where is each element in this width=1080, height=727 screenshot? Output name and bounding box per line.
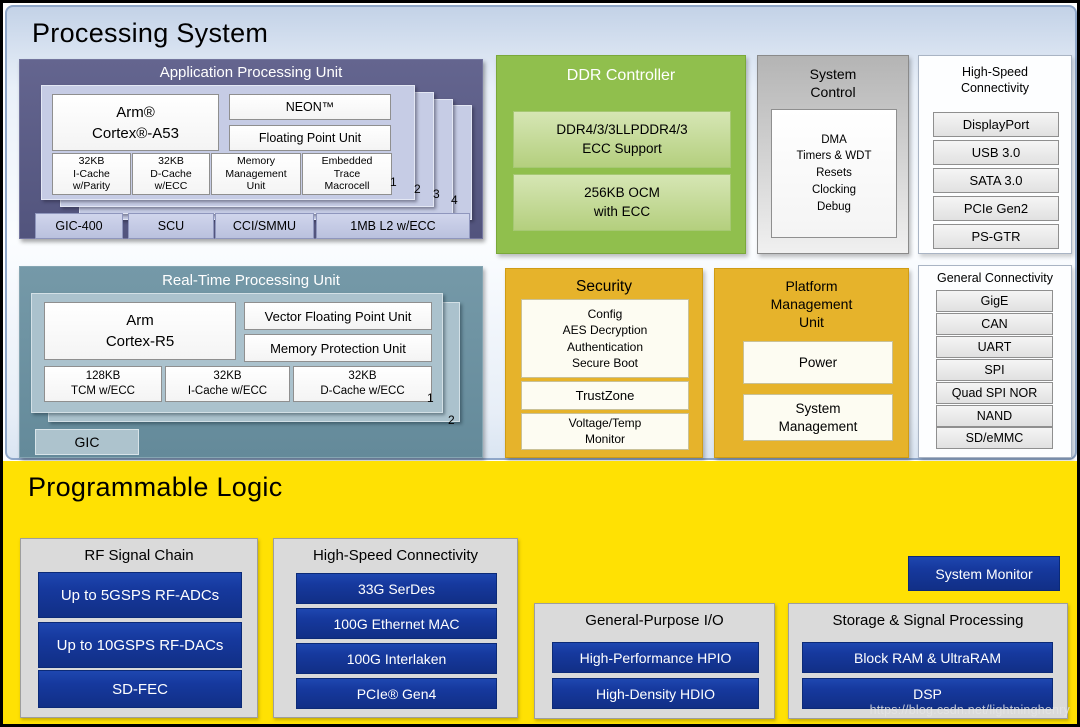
apu-core-number-2: 2 <box>414 182 421 196</box>
security-title-text: Security <box>576 278 632 295</box>
security-config-box: Config AES Decryption Authentication Sec… <box>521 299 689 378</box>
programmable-logic-title: Programmable Logic <box>28 472 283 502</box>
processing-system-panel: Processing System Application Processing… <box>5 5 1077 460</box>
can-box: CAN <box>936 313 1053 335</box>
apu-core-card-1: Arm® Cortex®-A53 NEON™ Floating Point Un… <box>41 85 415 200</box>
sata3-box: SATA 3.0 <box>933 168 1059 193</box>
apu-core-number-1: 1 <box>390 175 397 189</box>
nand-box: NAND <box>936 405 1053 427</box>
apu-cci-smmu-box: CCI/SMMU <box>215 213 314 239</box>
rpu-core-number-2: 2 <box>448 413 455 427</box>
sd-emmc-box: SD/eMMC <box>936 427 1053 449</box>
rf-signal-chain-title: RF Signal Chain <box>84 547 194 564</box>
uart-box: UART <box>936 336 1053 358</box>
apu-title: Application Processing Unit <box>159 64 343 81</box>
general-purpose-io-block: General-Purpose I/O High-Performance HPI… <box>534 603 775 719</box>
rpu-cpu-box: Arm Cortex-R5 <box>44 302 236 360</box>
ddr-ocm-box: 256KB OCM with ECC <box>513 174 731 231</box>
rf-adc-box: Up to 5GSPS RF-ADCs <box>38 572 242 618</box>
power-box: Power <box>743 341 893 384</box>
serdes-box: 33G SerDes <box>296 573 497 604</box>
trustzone-box: TrustZone <box>521 381 689 410</box>
apu-dcache-box: 32KB D-Cache w/ECC <box>132 153 210 195</box>
rf-dac-box: Up to 10GSPS RF-DACs <box>38 622 242 668</box>
pmu-title: Platform Management Unit <box>770 278 853 331</box>
pcie-gen2-box: PCIe Gen2 <box>933 196 1059 221</box>
apu-mmu-box: Memory Management Unit <box>211 153 301 195</box>
apu-etm-box: Embedded Trace Macrocell <box>302 153 392 195</box>
spi-box: SPI <box>936 359 1053 381</box>
voltage-temp-monitor-box: Voltage/Temp Monitor <box>521 413 689 450</box>
rpu-title: Real-Time Processing Unit <box>162 272 340 289</box>
rpu-vfpu-box: Vector Floating Point Unit <box>244 302 432 330</box>
system-control-title: System Control <box>809 66 857 101</box>
csdn-watermark: https://blog.csdn.net/lightninghenry <box>869 703 1070 717</box>
ddr-controller-block: DDR Controller DDR4/3/3LLPDDR4/3 ECC Sup… <box>496 55 746 254</box>
displayport-box: DisplayPort <box>933 112 1059 137</box>
rpu-gic-box: GIC <box>35 429 139 455</box>
apu-fpu-box: Floating Point Unit <box>229 125 391 151</box>
hpio-box: High-Performance HPIO <box>552 642 759 673</box>
apu-scu-box: SCU <box>128 213 214 239</box>
system-management-box: System Management <box>743 394 893 441</box>
platform-management-unit-block: Platform Management Unit Power System Ma… <box>714 268 909 458</box>
ps-gtr-box: PS-GTR <box>933 224 1059 249</box>
hdio-box: High-Density HDIO <box>552 678 759 709</box>
apu-l2-box: 1MB L2 w/ECC <box>316 213 470 239</box>
apu-block: Application Processing Unit Arm® Cortex®… <box>19 59 483 239</box>
rpu-core-number-1: 1 <box>427 391 434 405</box>
storage-signal-processing-block: Storage & Signal Processing Block RAM & … <box>788 603 1068 719</box>
apu-neon-box: NEON™ <box>229 94 391 120</box>
rpu-block: Real-Time Processing Unit Arm Cortex-R5 … <box>19 266 483 458</box>
processing-system-title: Processing System <box>32 18 269 48</box>
block-ram-ultraram-box: Block RAM & UltraRAM <box>802 642 1053 673</box>
pl-hsc-title: High-Speed Connectivity <box>312 547 479 564</box>
rpu-icache-box: 32KB I-Cache w/ECC <box>165 366 290 402</box>
gige-box: GigE <box>936 290 1053 312</box>
ddr-support-box: DDR4/3/3LLPDDR4/3 ECC Support <box>513 111 731 168</box>
apu-cpu-box: Arm® Cortex®-A53 <box>52 94 219 151</box>
usb3-box: USB 3.0 <box>933 140 1059 165</box>
storage-title: Storage & Signal Processing <box>832 612 1024 629</box>
apu-core-number-4: 4 <box>451 193 458 207</box>
sd-fec-box: SD-FEC <box>38 670 242 708</box>
pcie-gen4-box: PCIe® Gen4 <box>296 678 497 709</box>
apu-core-number-3: 3 <box>433 187 440 201</box>
ddr-title: DDR Controller <box>566 67 676 84</box>
ps-high-speed-connectivity-block: High-Speed Connectivity DisplayPort USB … <box>918 55 1072 254</box>
apu-icache-box: 32KB I-Cache w/Parity <box>52 153 131 195</box>
interlaken-box: 100G Interlaken <box>296 643 497 674</box>
general-connectivity-block: General Connectivity GigE CAN UART SPI Q… <box>918 265 1072 458</box>
ps-hsc-title: High-Speed Connectivity <box>960 65 1030 96</box>
dsp-box: DSP <box>802 678 1053 709</box>
general-connectivity-title: General Connectivity <box>936 271 1054 285</box>
rpu-core-card-1: Arm Cortex-R5 Vector Floating Point Unit… <box>31 293 443 413</box>
system-control-block: System Control DMA Timers & WDT Resets C… <box>757 55 909 254</box>
programmable-logic-panel: Programmable Logic RF Signal Chain Up to… <box>3 461 1077 724</box>
ethernet-mac-box: 100G Ethernet MAC <box>296 608 497 639</box>
system-control-body: DMA Timers & WDT Resets Clocking Debug <box>771 109 897 238</box>
pl-high-speed-connectivity-block: High-Speed Connectivity 33G SerDes 100G … <box>273 538 518 718</box>
rpu-dcache-box: 32KB D-Cache w/ECC <box>293 366 432 402</box>
security-block: Security Config AES Decryption Authentic… <box>505 268 703 458</box>
rpu-mpu-box: Memory Protection Unit <box>244 334 432 362</box>
rpu-tcm-box: 128KB TCM w/ECC <box>44 366 162 402</box>
quad-spi-nor-box: Quad SPI NOR <box>936 382 1053 404</box>
apu-gic400-box: GIC-400 <box>35 213 123 239</box>
rf-signal-chain-block: RF Signal Chain Up to 5GSPS RF-ADCs Up t… <box>20 538 258 718</box>
system-monitor-box: System Monitor <box>908 556 1060 591</box>
gpio-title: General-Purpose I/O <box>585 612 724 629</box>
